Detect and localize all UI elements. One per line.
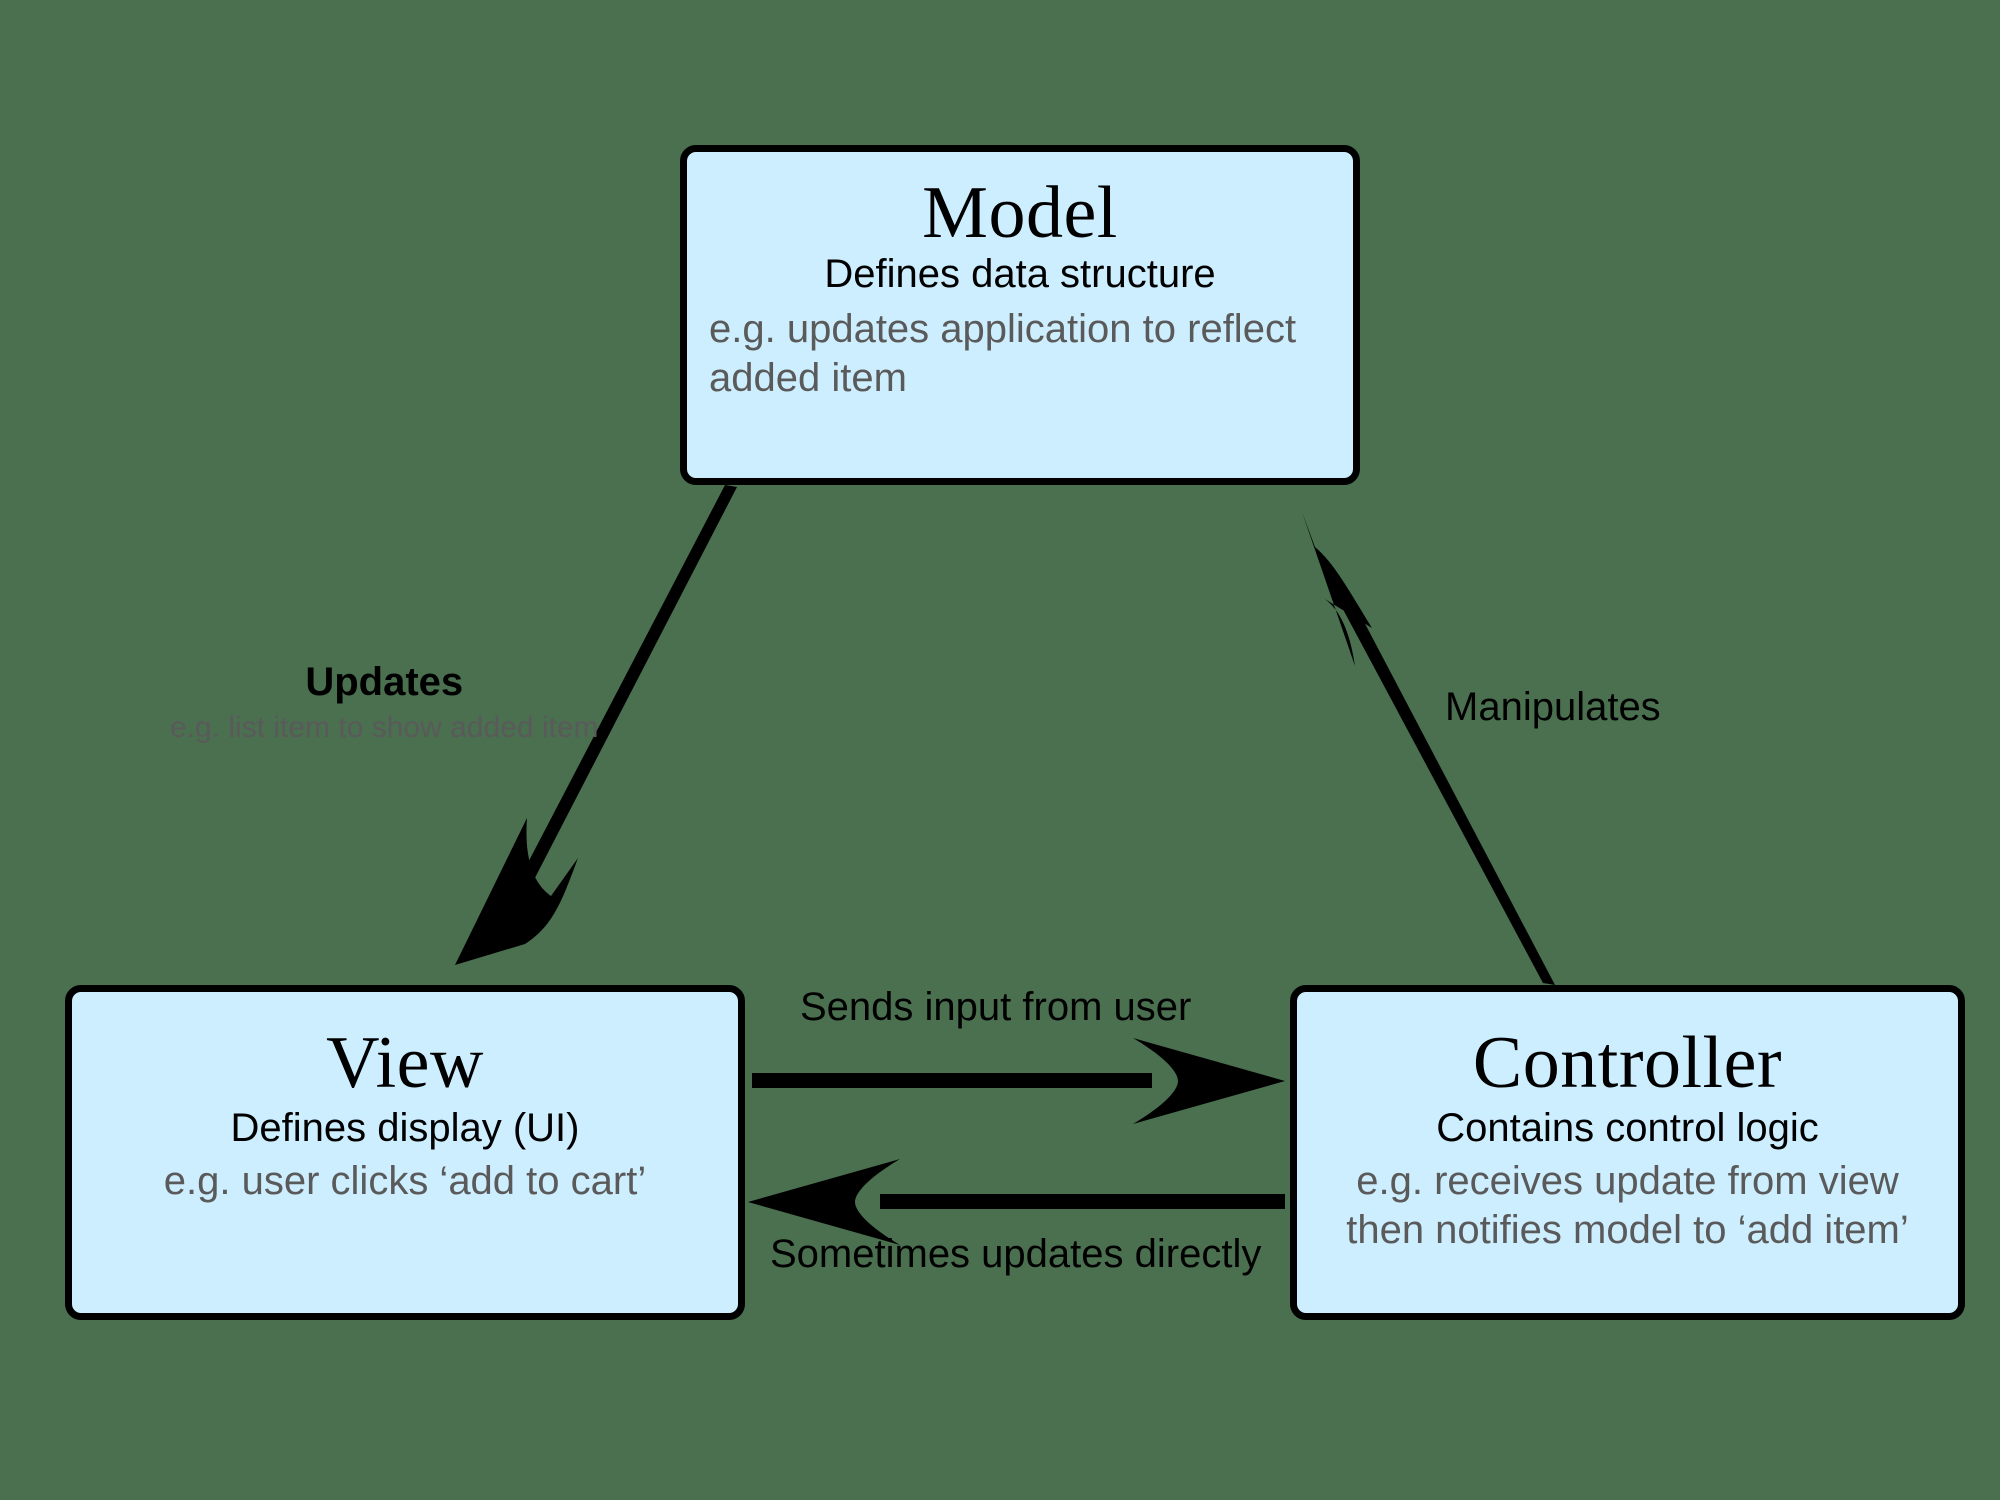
node-controller-example-line-2: then notifies model to ‘add item’: [1346, 1207, 1909, 1252]
node-view-title: View: [326, 1022, 484, 1104]
node-model-title: Model: [922, 172, 1118, 254]
edge-controller-to-model-arrowhead: [1302, 512, 1372, 666]
node-view-example: e.g. user clicks ‘add to cart’: [88, 1157, 722, 1206]
node-controller-example: e.g. receives update from view then noti…: [1307, 1157, 1948, 1255]
edge-label-updates-sublabel: e.g. list item to show added item: [170, 711, 599, 744]
edge-label-sometimes-updates: Sometimes updates directly: [770, 1232, 1261, 1277]
node-model-example-line-2: added item: [709, 355, 907, 400]
node-model-example: e.g. updates application to reflect adde…: [707, 305, 1333, 403]
node-controller-example-line-1: e.g. receives update from view: [1356, 1158, 1899, 1203]
node-controller-title: Controller: [1472, 1022, 1783, 1104]
edge-label-sometimes-updates-title: Sometimes updates directly: [770, 1232, 1262, 1276]
node-controller-subtitle: Contains control logic: [1436, 1106, 1819, 1150]
node-view-subtitle: Defines display (UI): [230, 1106, 580, 1150]
node-model[interactable]: Model Defines data structure e.g. update…: [680, 145, 1360, 485]
edge-view-to-controller-arrowhead: [1133, 1038, 1285, 1124]
edge-label-manipulates-title: Manipulates: [1445, 685, 1661, 729]
edge-label-updates: Updates e.g. list item to show added ite…: [170, 660, 599, 745]
node-model-example-line-1: e.g. updates application to reflect: [709, 306, 1297, 351]
edge-view-to-controller: [752, 1038, 1285, 1124]
edge-label-sends-input-title: Sends input from user: [800, 985, 1192, 1029]
node-view[interactable]: View Defines display (UI) e.g. user clic…: [65, 985, 745, 1320]
edge-model-to-view-arrowhead: [455, 818, 578, 965]
edge-label-sends-input: Sends input from user: [800, 985, 1191, 1030]
edge-label-manipulates: Manipulates: [1445, 685, 1661, 730]
edge-label-updates-title: Updates: [305, 660, 464, 704]
edge-controller-to-model: [1302, 512, 1555, 985]
edge-controller-to-view-shaft: [880, 1194, 1285, 1209]
node-model-subtitle: Defines data structure: [824, 252, 1216, 296]
node-view-example-line-1: e.g. user clicks ‘add to cart’: [163, 1158, 647, 1203]
edge-controller-to-model-shaft: [1330, 578, 1555, 985]
edge-view-to-controller-shaft: [752, 1073, 1152, 1088]
node-controller[interactable]: Controller Contains control logic e.g. r…: [1290, 985, 1965, 1320]
